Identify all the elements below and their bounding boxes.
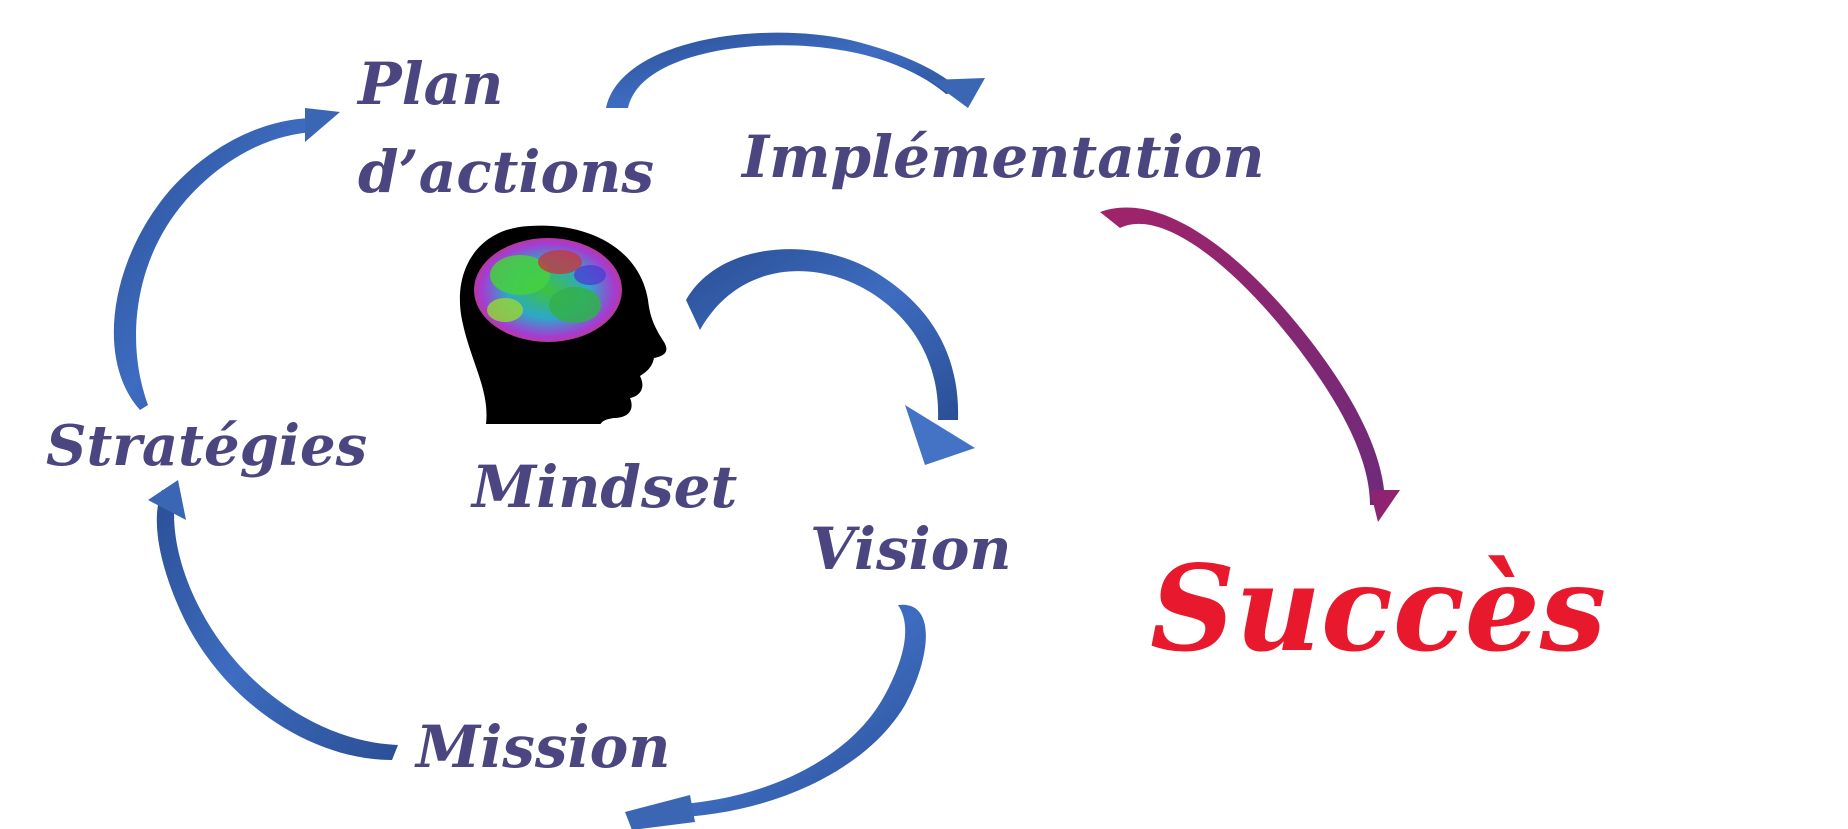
mission-label: Mission xyxy=(416,713,671,781)
plan-label-line1: Plan xyxy=(358,50,504,118)
plan-label-line2: d’actions xyxy=(358,138,654,206)
implementation-label: Implémentation xyxy=(742,123,1265,191)
mindset-label: Mindset xyxy=(472,453,738,521)
arrow-mindset-to-vision xyxy=(686,249,975,465)
succes-label: Succès xyxy=(1150,539,1607,678)
arrow-vision-to-mission xyxy=(625,604,926,829)
plan-actions-label: Plan d’actions xyxy=(358,40,654,216)
arrow-plan-to-implementation xyxy=(606,32,985,108)
arrow-strategies-to-plan xyxy=(113,108,340,410)
head-with-brain-icon xyxy=(459,225,667,424)
vision-label: Vision xyxy=(810,515,1012,583)
arrow-mission-to-strategies xyxy=(148,480,398,760)
arrow-implementation-to-succes xyxy=(1100,207,1400,522)
strategies-label: Stratégies xyxy=(46,413,368,479)
